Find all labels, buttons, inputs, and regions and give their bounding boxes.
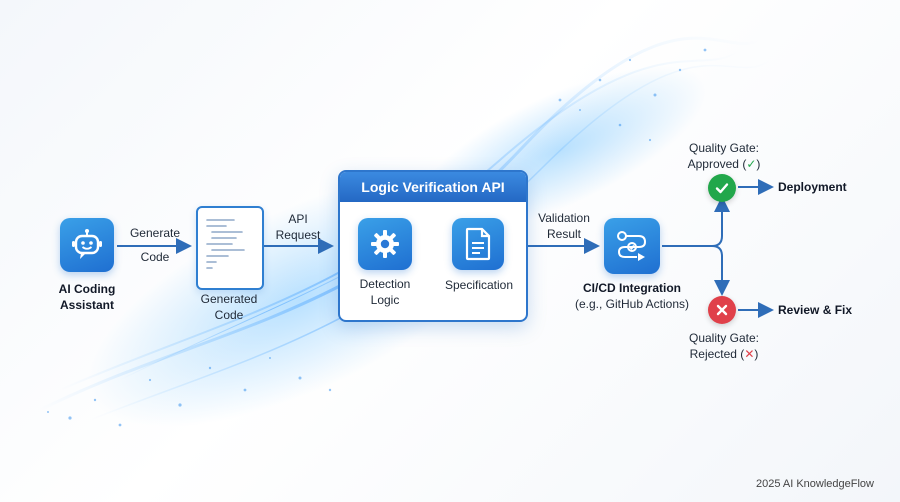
detection-line2: Logic — [370, 293, 400, 307]
arrow-to-approved — [662, 196, 730, 247]
deployment-label: Deployment — [778, 180, 847, 194]
edge-generate-line2: Code — [140, 250, 170, 264]
generated-code-line1: Generated — [200, 292, 258, 306]
edge-api-request-label: API Request — [268, 211, 328, 243]
approved-gate-symbol: ✓ — [746, 157, 757, 171]
document-icon — [452, 218, 504, 270]
specification-label: Specification — [444, 278, 514, 292]
generated-code-label: Generated Code — [188, 291, 270, 323]
detection-logic-label: Detection Logic — [344, 276, 426, 308]
edge-generate-label: Generate Code — [122, 225, 188, 265]
pipeline-flow-icon — [604, 218, 660, 274]
check-icon — [708, 174, 736, 202]
x-icon — [708, 296, 736, 324]
cicd-title: CI/CD Integration — [583, 281, 681, 295]
edge-validation-line2: Result — [546, 227, 581, 241]
approved-gate-status: Approved ( — [687, 157, 747, 171]
assistant-label: AI Coding Assistant — [46, 281, 128, 313]
edge-validation-line1: Validation — [538, 211, 590, 225]
rejected-gate-line2: Rejected (✕) — [676, 346, 772, 362]
approved-gate-line2: Approved (✓) — [676, 156, 772, 172]
rejected-gate-line1: Quality Gate: — [688, 331, 760, 345]
approved-gate-line1: Quality Gate: — [688, 141, 760, 155]
cicd-label: CI/CD Integration (e.g., GitHub Actions) — [562, 280, 702, 312]
edge-api-line2: Request — [275, 228, 321, 242]
gear-icon — [358, 218, 412, 270]
approved-gate-close: ) — [756, 157, 761, 171]
api-box-title: Logic Verification API — [340, 172, 526, 202]
cicd-subtitle: (e.g., GitHub Actions) — [574, 297, 690, 311]
review-fix-label: Review & Fix — [778, 303, 853, 317]
assistant-label-line2: Assistant — [59, 298, 115, 312]
footer-credit: 2025 AI KnowledgeFlow — [755, 478, 874, 490]
robot-chat-icon — [60, 218, 114, 272]
edge-validation-label: Validation Result — [530, 210, 598, 242]
edge-generate-line1: Generate — [129, 226, 181, 240]
approved-gate-label: Quality Gate: Approved (✓) — [676, 140, 772, 172]
rejected-gate-label: Quality Gate: Rejected (✕) — [676, 330, 772, 362]
rejected-gate-symbol: ✕ — [744, 347, 755, 361]
edge-api-line1: API — [288, 212, 308, 226]
assistant-label-line1: AI Coding — [58, 282, 116, 296]
rejected-gate-close: ) — [754, 347, 759, 361]
code-document-icon — [196, 206, 264, 290]
detection-line1: Detection — [359, 277, 411, 291]
arrow-to-rejected — [711, 245, 730, 296]
generated-code-line2: Code — [214, 308, 244, 322]
rejected-gate-status: Rejected ( — [689, 347, 745, 361]
